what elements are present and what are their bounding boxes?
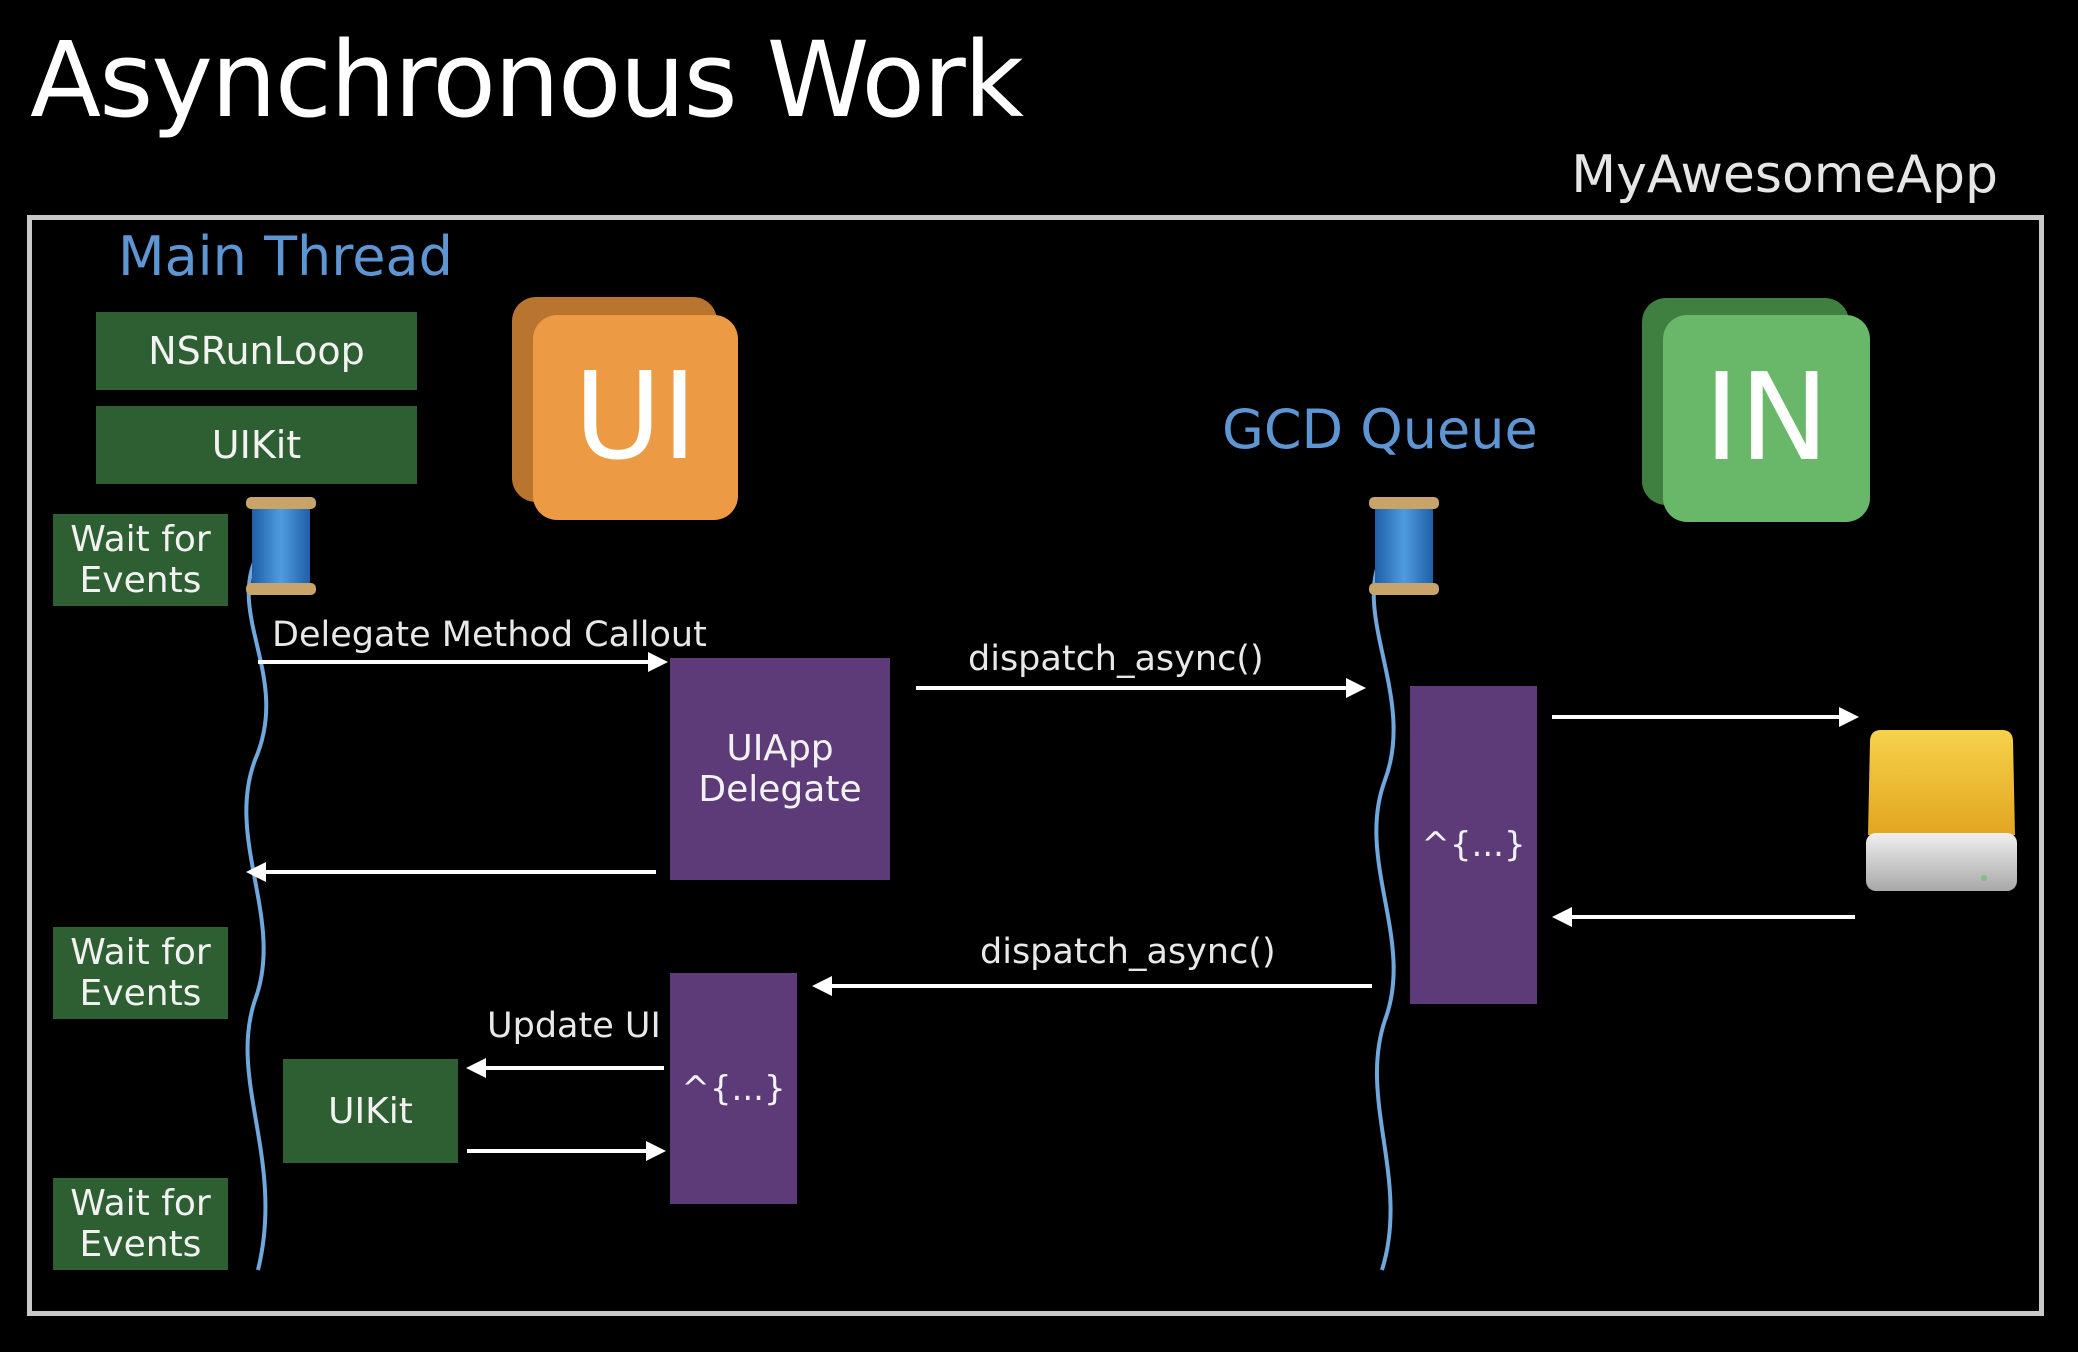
- in-icon-text: IN: [1703, 348, 1830, 488]
- update-ui-label: Update UI: [487, 1006, 661, 1046]
- uikit-app-icon: UI: [533, 315, 738, 520]
- uikit-box: UIKit: [96, 406, 417, 484]
- nsrunloop-box: NSRunLoop: [96, 312, 417, 390]
- main-thread-line: [244, 559, 269, 1271]
- gcd-queue-label: GCD Queue: [1222, 398, 1538, 461]
- disk-icon: [1866, 730, 2017, 891]
- main-block-box: ^{...}: [670, 973, 797, 1204]
- gcd-thread-line: [1371, 559, 1396, 1271]
- main-thread-label: Main Thread: [118, 225, 453, 288]
- app-frame: [27, 215, 2044, 1316]
- gcd-queue-spool-icon: [1369, 497, 1439, 595]
- app-name-label: MyAwesomeApp: [1571, 145, 1998, 205]
- wait-for-events-box-3: Wait for Events: [53, 1178, 228, 1270]
- slide-title: Asynchronous Work: [30, 19, 1024, 141]
- intents-app-icon: IN: [1663, 315, 1870, 522]
- dispatch-to-main-label: dispatch_async(): [980, 932, 1276, 972]
- delegate-callout-label: Delegate Method Callout: [272, 615, 707, 655]
- wait-for-events-box-1: Wait for Events: [53, 514, 228, 606]
- main-thread-spool-icon: [246, 497, 316, 595]
- dispatch-to-gcd-label: dispatch_async(): [968, 639, 1264, 679]
- background-block-box: ^{...}: [1410, 686, 1537, 1004]
- uikit-update-box: UIKit: [283, 1059, 458, 1163]
- ui-icon-text: UI: [573, 347, 698, 487]
- wait-for-events-box-2: Wait for Events: [53, 927, 228, 1019]
- app-delegate-box: UIApp Delegate: [670, 658, 890, 880]
